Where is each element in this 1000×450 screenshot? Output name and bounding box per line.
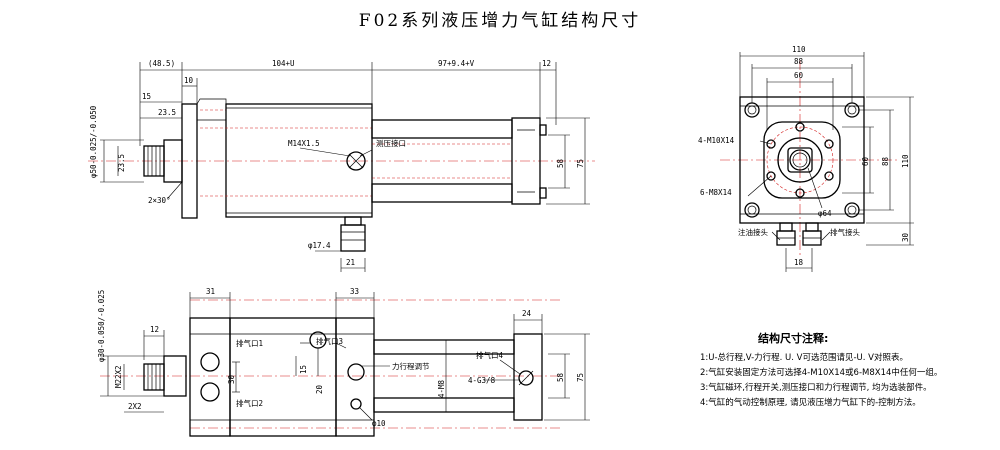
dim-shaft-phi50: φ50-0.025/-0.050 <box>89 105 98 178</box>
force-stroke-adjuster <box>347 363 365 381</box>
dim-23-5: 23.5 <box>158 108 176 117</box>
center-boss <box>777 137 823 183</box>
front-bottom-fitting <box>344 216 362 226</box>
dim-phi17-4: φ17.4 <box>308 241 331 250</box>
dim-m14: M14X1.5 <box>288 139 320 148</box>
dim-75-bottom: 75 <box>576 373 585 382</box>
exhaust-port-2 <box>200 382 220 402</box>
dim-88-top: 88 <box>794 57 804 66</box>
dim-10: 10 <box>184 76 194 85</box>
note-2: 2:气缸安装固定方法可选择4-M10X14或6-M8X14中任何一组。 <box>700 368 943 378</box>
front-upper-tie-rod <box>371 119 513 139</box>
bolt-hole-5 <box>766 171 776 181</box>
label-test-port: 测压接口 <box>376 138 406 148</box>
note-1: 1:U-总行程,V-力行程. U. V可选范围请见-U. V对照表。 <box>700 353 908 363</box>
dim-58: 58 <box>556 158 565 168</box>
notes-title: 结构尺寸注释: <box>758 332 829 345</box>
side-outer-square <box>739 96 865 224</box>
dim-23-5-vertical: 23.5 <box>117 154 126 172</box>
dim-48-5: (48.5) <box>148 59 175 68</box>
front-flange <box>181 103 198 219</box>
side-inner-flange <box>763 121 841 199</box>
oil-fitting <box>779 222 793 232</box>
phi10-hole <box>350 398 362 410</box>
dim-4m10: 4-M10X14 <box>698 136 735 145</box>
label-exhaust-2: 排气口2 <box>236 398 263 408</box>
corner-hole-tl <box>744 102 760 118</box>
dim-20-ports: 20 <box>315 384 324 394</box>
dim-18: 18 <box>794 258 804 267</box>
dim-60-right: 60 <box>861 156 870 166</box>
dim-6m8: 6-M8X14 <box>700 188 732 197</box>
dim-30-ports: 30 <box>227 374 236 384</box>
dim-60-top: 60 <box>794 71 804 80</box>
dim-4g38: 4-G3/8 <box>468 376 496 385</box>
drawing-title: F02系列液压增力气缸结构尺寸 <box>358 11 642 31</box>
bottom-rear-cap <box>513 333 543 421</box>
dim-110-top: 110 <box>792 45 806 54</box>
corner-hole-bl <box>744 202 760 218</box>
label-exhaust-3: 排气口3 <box>316 336 343 346</box>
bottom-main-barrel <box>229 317 337 437</box>
dim-shaft-phi30: φ30-0.050/-0.025 <box>97 290 106 362</box>
bolt-circle <box>766 126 834 194</box>
front-view: (48.5) 10 104+U 97+9.4+V 12 15 23.5 φ50-… <box>88 59 595 272</box>
front-main-barrel <box>225 103 373 218</box>
exhaust-fitting <box>805 222 819 232</box>
side-view: 110 88 60 4-M10X14 6-M8X14 φ64 60 88 110… <box>698 45 914 272</box>
bottom-middle-block <box>335 317 375 437</box>
corner-hole-tr <box>844 102 860 118</box>
dim-chamfer: 2×30° <box>148 196 171 205</box>
front-lower-tie-rod <box>371 183 513 203</box>
dim-2x2: 2X2 <box>128 402 142 411</box>
exhaust-port-4 <box>518 370 534 386</box>
bolt-hole-1 <box>795 122 805 132</box>
bolt-hole-4 <box>795 188 805 198</box>
dim-31: 31 <box>206 287 215 296</box>
bottom-rod-end <box>143 363 165 391</box>
bolt-hole-3 <box>824 171 834 181</box>
dim-58-bottom: 58 <box>556 372 565 382</box>
exhaust-port-1 <box>200 352 220 372</box>
dim-104u: 104+U <box>272 59 295 68</box>
dim-m22: M22X2 <box>114 365 123 388</box>
dim-15-ports: 15 <box>299 365 308 374</box>
note-3: 3:气缸磁环,行程开关,测压接口和力行程调节, 均为选装部件。 <box>700 383 932 393</box>
bottom-view: 31 33 24 12 φ30-0.050/-0.025 M22X2 2X2 排… <box>97 287 590 437</box>
bottom-front-flange <box>189 317 231 437</box>
dim-21: 21 <box>346 258 355 267</box>
center-bore <box>789 149 811 171</box>
dim-88-right: 88 <box>881 156 890 166</box>
bolt-hole-6 <box>766 139 776 149</box>
dim-110-right: 110 <box>901 154 910 168</box>
corner-hole-br <box>844 202 860 218</box>
dim-12: 12 <box>542 59 551 68</box>
front-rear-cap <box>511 117 541 205</box>
label-exhaust-fitting: 排气接头 <box>830 227 860 237</box>
dim-97v: 97+9.4+V <box>438 59 475 68</box>
dim-33: 33 <box>350 287 359 296</box>
label-exhaust-1: 排气口1 <box>236 338 263 348</box>
bolt-hole-2 <box>824 139 834 149</box>
label-exhaust-4: 排气口4 <box>476 350 503 360</box>
dim-phi64: φ64 <box>818 209 832 218</box>
note-4: 4:气缸的气动控制原理, 请见液压增力气缸下的-控制方法。 <box>700 398 921 408</box>
dim-4m8: 4-M8 <box>437 379 446 398</box>
front-test-port <box>346 151 366 171</box>
dim-24: 24 <box>522 309 532 318</box>
label-force-adjust: 力行程调节 <box>392 361 430 371</box>
dim-30-side: 30 <box>901 232 910 242</box>
dim-15: 15 <box>142 92 151 101</box>
dim-75: 75 <box>576 159 585 168</box>
bottom-lower-tie-rod <box>373 397 515 413</box>
dim-phi10: φ10 <box>372 419 386 428</box>
dim-12-bottom: 12 <box>150 325 159 334</box>
label-oil-fitting: 注油接头 <box>738 227 768 237</box>
